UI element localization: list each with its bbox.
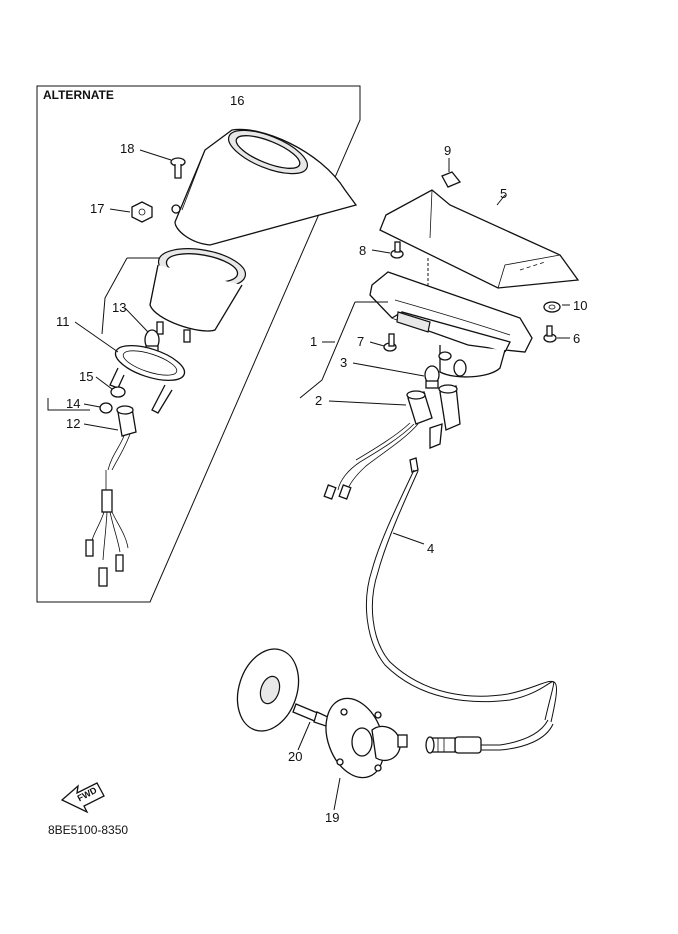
callout-13: 13	[112, 300, 126, 315]
callout-11: 11	[56, 314, 70, 329]
callout-7: 7	[357, 334, 364, 349]
speedometer-gear-19	[325, 697, 408, 811]
callout-14: 14	[66, 396, 80, 411]
inset-title: ALTERNATE	[43, 88, 114, 102]
screw-7	[369, 333, 397, 352]
meter-cover-5	[379, 189, 580, 289]
inset-socket-15	[95, 376, 126, 398]
drawing-number: 8BE5100-8350	[48, 823, 128, 837]
clip-9	[441, 158, 462, 188]
callout-4: 4	[427, 541, 434, 556]
drive-pin-20	[236, 648, 331, 751]
nut-17	[109, 201, 153, 223]
callout-10: 10	[573, 298, 587, 313]
meter-body	[369, 258, 533, 378]
alternate-inset: ALTERNATE	[36, 85, 361, 603]
washer-10	[543, 301, 570, 313]
callout-15: 15	[79, 369, 93, 384]
inset-grommet-14	[83, 402, 113, 414]
bulb-3	[352, 359, 467, 389]
meter-visor	[171, 128, 358, 246]
screw-18	[139, 149, 186, 179]
screw-6	[543, 325, 570, 343]
callout-12: 12	[66, 416, 80, 431]
callout-9: 9	[444, 143, 451, 158]
callout-17: 17	[90, 201, 104, 216]
callout-3: 3	[340, 355, 347, 370]
callout-16: 16	[230, 93, 244, 108]
callout-1: 1	[310, 334, 317, 349]
callout-5: 5	[500, 186, 507, 201]
callout-18: 18	[120, 141, 134, 156]
callout-8: 8	[359, 243, 366, 258]
inset-socket-harness-12	[83, 405, 137, 587]
inset-bracket-11	[74, 321, 186, 414]
callout-2: 2	[315, 393, 322, 408]
callout-19: 19	[325, 810, 339, 825]
forward-arrow-icon: FWD	[60, 782, 105, 814]
screw-8	[371, 241, 404, 259]
callout-6: 6	[573, 331, 580, 346]
socket-harness-2	[323, 384, 461, 500]
alternate-meter-housing	[149, 248, 247, 343]
callout-20: 20	[288, 749, 302, 764]
speedometer-cable-4	[365, 457, 558, 754]
